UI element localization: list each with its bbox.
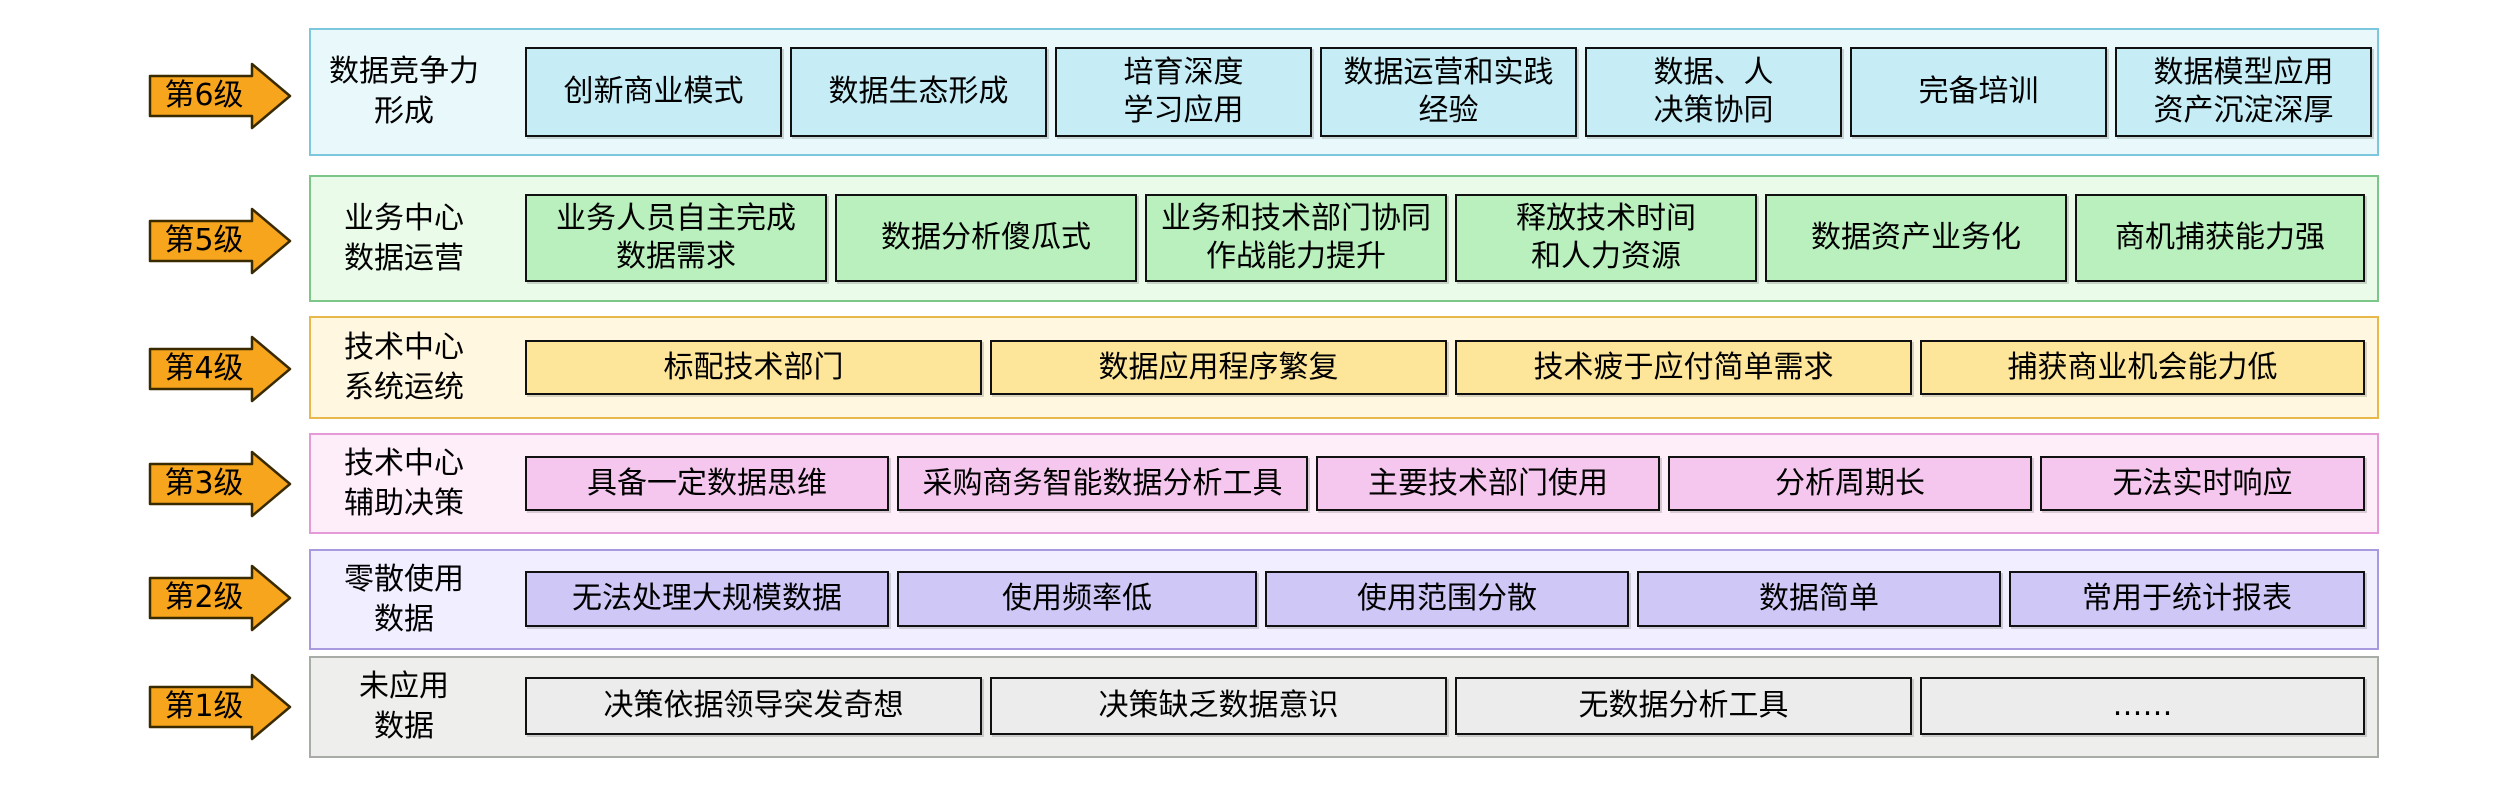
level-item-box: 数据简单 [1637,571,2001,627]
level-title-text: 数据竞争力 形成 [329,54,479,129]
level-badge: 第6级 [148,62,293,130]
level-title-text: 技术中心 系统运统 [344,329,464,405]
level-item-box: 业务人员自主完成 数据需求 [525,194,827,282]
level-item-box: 具备一定数据思维 [525,456,889,511]
level-badge-label: 第1级 [164,689,244,724]
level-badge: 第2级 [148,564,293,632]
level-item-box: 释放技术时间 和人力资源 [1455,194,1757,282]
level-item-box: 捕获商业机会能力低 [1920,340,2365,395]
level-badge-label: 第5级 [164,223,244,258]
level-title-text: 未应用 数据 [359,669,449,744]
level-item-box: 常用于统计报表 [2009,571,2365,627]
level-badge: 第3级 [148,450,293,518]
level-item-box: 无数据分析工具 [1455,677,1912,735]
level-item-box: 无法实时响应 [2040,456,2365,511]
level-item-box: 数据、人 决策协同 [1585,47,1842,137]
level-item-box: 数据运营和实践 经验 [1320,47,1577,137]
level-item-box: 决策缺乏数据意识 [990,677,1447,735]
level-item-box: 培育深度 学习应用 [1055,47,1312,137]
level-item-box: …… [1920,677,2365,735]
level-title: 技术中心 系统运统 [309,316,499,419]
level-item-box: 数据生态形成 [790,47,1047,137]
level-item-box: 使用频率低 [897,571,1257,627]
level-title: 数据竞争力 形成 [309,28,499,156]
level-item-box: 完备培训 [1850,47,2107,137]
level-item-box: 无法处理大规模数据 [525,571,889,627]
level-item-box: 商机捕获能力强 [2075,194,2365,282]
level-title-text: 技术中心 辅助决策 [344,445,464,521]
level-item-box: 主要技术部门使用 [1316,456,1660,511]
level-arrow-icon [148,207,292,275]
level-title-text: 零散使用 数据 [344,561,464,637]
level-title: 零散使用 数据 [309,549,499,650]
level-badge-label: 第4级 [164,351,244,386]
level-arrow-icon [148,673,292,741]
level-item-box: 采购商务智能数据分析工具 [897,456,1308,511]
level-item-box: 数据模型应用 资产沉淀深厚 [2115,47,2372,137]
level-badge-label: 第2级 [164,580,244,615]
level-arrow-icon [148,62,292,130]
level-item-box: 数据资产业务化 [1765,194,2067,282]
level-arrow-icon [148,564,292,632]
level-badge: 第5级 [148,207,293,275]
level-badge: 第1级 [148,673,293,741]
level-title: 业务中心 数据运营 [309,175,499,302]
level-item-box: 使用范围分散 [1265,571,1629,627]
level-arrow-icon [148,335,292,403]
level-arrow-icon [148,450,292,518]
level-item-box: 数据应用程序繁复 [990,340,1447,395]
level-title: 技术中心 辅助决策 [309,433,499,534]
level-item-box: 标配技术部门 [525,340,982,395]
level-item-box: 决策依据领导突发奇想 [525,677,982,735]
level-item-box: 技术疲于应付简单需求 [1455,340,1912,395]
level-badge-label: 第6级 [164,78,244,113]
level-badge: 第4级 [148,335,293,403]
level-badge-label: 第3级 [164,466,244,501]
level-title-text: 业务中心 数据运营 [344,200,464,276]
level-item-box: 分析周期长 [1668,456,2032,511]
level-item-box: 创新商业模式 [525,47,782,137]
level-item-box: 数据分析傻瓜式 [835,194,1137,282]
level-title: 未应用 数据 [309,656,499,758]
level-item-box: 业务和技术部门协同 作战能力提升 [1145,194,1447,282]
